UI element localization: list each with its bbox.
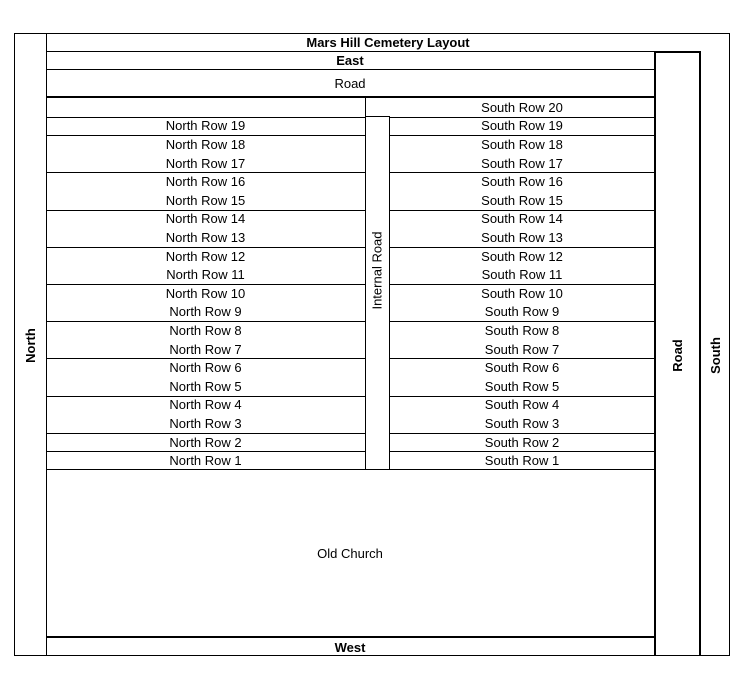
north-label: North (23, 327, 39, 363)
north-row-divider (46, 395, 365, 397)
south-row-label: South Row 9 (484, 304, 560, 320)
north-row-divider (46, 246, 365, 248)
north-row-divider (46, 135, 365, 137)
internal-road-right-edge (389, 116, 390, 469)
south-row-divider (390, 284, 654, 285)
south-row-divider (390, 321, 654, 323)
west-label: West (334, 639, 366, 655)
internal-road-left-edge (365, 98, 366, 469)
top-road-label: Road (334, 75, 366, 91)
south-row-label: South Row 3 (484, 415, 560, 431)
north-row-label: North Row 5 (169, 378, 242, 394)
south-row-divider (390, 395, 654, 397)
south-row-label: South Row 4 (484, 397, 560, 413)
north-row-label: North Row 10 (165, 285, 246, 301)
north-divider (46, 33, 47, 656)
south-row-label: South Row 18 (481, 136, 563, 152)
title-underline (46, 51, 654, 52)
north-row-label: North Row 6 (169, 360, 242, 376)
south-row-divider (390, 172, 654, 174)
diagram-title: Mars Hill Cemetery Layout (306, 35, 470, 50)
north-block-topline (46, 116, 365, 118)
north-row-divider (46, 432, 365, 434)
outer-frame (14, 33, 730, 656)
north-row-label: North Row 12 (165, 248, 246, 264)
south-row-label: South Row 12 (481, 248, 563, 264)
south-row-label: South Row 19 (481, 118, 563, 134)
south-row-label: South Row 13 (481, 229, 563, 245)
north-row-label: North Row 4 (169, 397, 242, 413)
rows-bottom-line (46, 469, 654, 470)
north-row-divider (46, 451, 365, 453)
south-row-label: South Row 14 (481, 211, 563, 227)
south-row-divider (390, 116, 654, 118)
north-row-label: North Row 11 (166, 267, 245, 283)
south-row-label: South Row 6 (484, 360, 560, 376)
north-row-label: North Row 14 (165, 211, 246, 227)
south-row-label: South Row 20 (481, 99, 563, 115)
old-church-label: Old Church (317, 545, 383, 561)
north-row-label: North Row 19 (165, 118, 246, 134)
north-row-label: North Row 16 (165, 174, 246, 190)
north-row-label: North Row 9 (169, 304, 242, 320)
north-row-label: North Row 2 (169, 434, 242, 450)
south-row-label: South Row 2 (484, 434, 560, 450)
east-underline (46, 69, 654, 70)
north-row-label: North Row 18 (165, 136, 246, 152)
north-row-label: North Row 8 (169, 322, 242, 338)
north-row-label: North Row 7 (169, 341, 242, 357)
south-label: South (708, 336, 724, 374)
south-row-label: South Row 11 (481, 267, 563, 283)
east-label: East (336, 53, 364, 68)
south-row-label: South Row 10 (481, 285, 563, 301)
south-row-divider (390, 451, 654, 453)
north-row-divider (46, 284, 365, 285)
south-row-label: South Row 7 (484, 341, 560, 357)
north-row-label: North Row 17 (165, 155, 246, 171)
north-row-label: North Row 13 (165, 229, 246, 245)
right-road-column (654, 51, 701, 656)
west-topline (46, 636, 654, 638)
south-row-label: South Row 1 (484, 453, 560, 469)
north-row-divider (46, 321, 365, 323)
south-row-divider (390, 432, 654, 434)
north-row-divider (46, 172, 365, 174)
south-row-label: South Row 17 (481, 155, 563, 171)
south-row-divider (390, 246, 654, 248)
south-row-divider (390, 358, 654, 360)
south-row-label: South Row 16 (481, 174, 563, 190)
south-row-label: South Row 15 (481, 192, 563, 208)
internal-road-top-edge (365, 116, 389, 117)
south-row-divider (390, 135, 654, 137)
north-row-label: North Row 1 (169, 453, 242, 469)
south-row-divider (390, 209, 654, 211)
south-row-label: South Row 8 (484, 322, 560, 338)
north-row-divider (46, 358, 365, 360)
internal-road-label: Internal Road (370, 230, 385, 310)
north-row-label: North Row 15 (165, 192, 246, 208)
north-row-label: North Row 3 (169, 415, 242, 431)
south-row-label: South Row 5 (484, 378, 560, 394)
north-row-divider (46, 209, 365, 211)
top-road-underline (46, 96, 654, 98)
right-road-label: Road (670, 338, 685, 372)
